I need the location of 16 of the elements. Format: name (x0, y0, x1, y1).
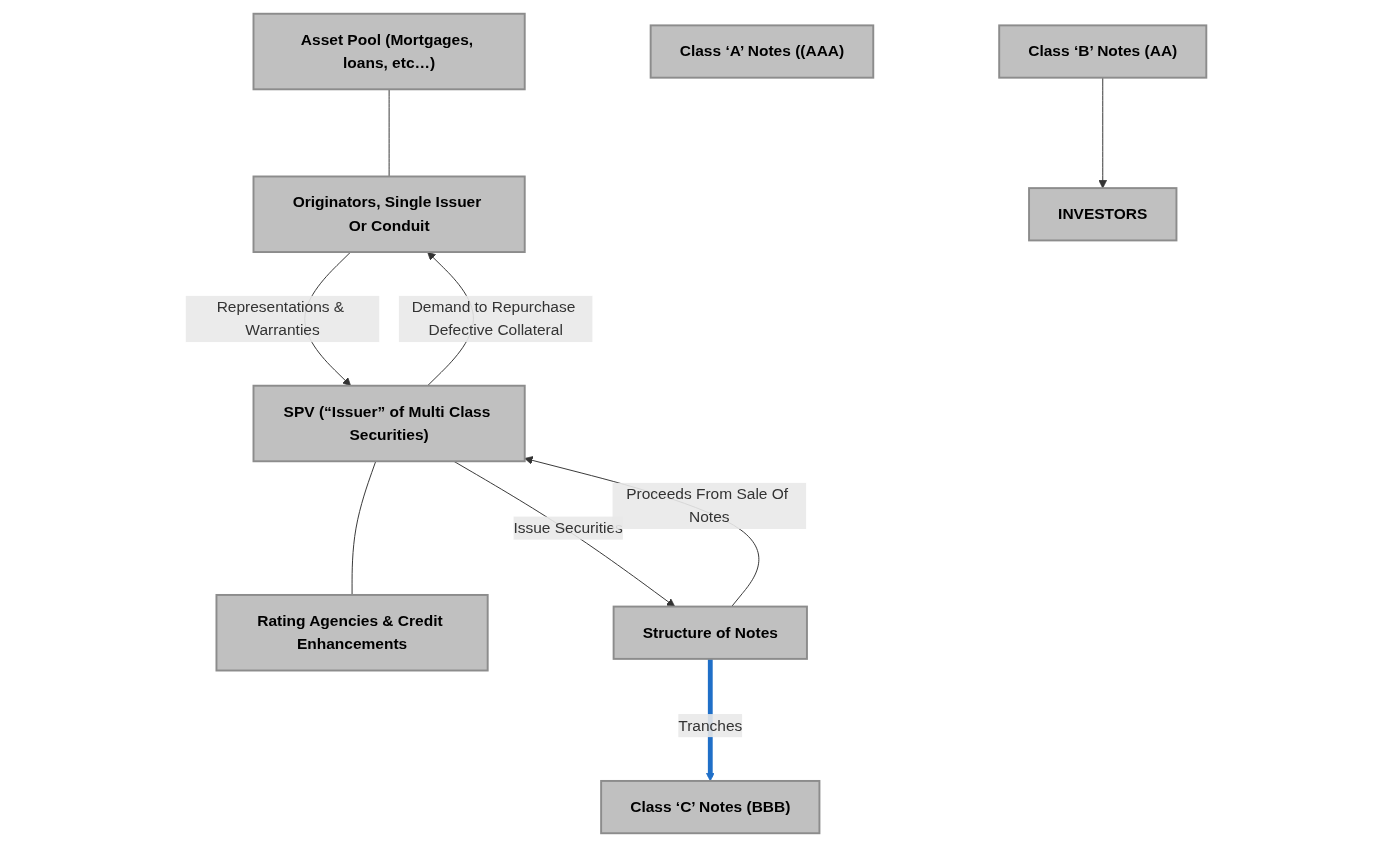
node-box: Rating Agencies & Credit Enhancements (215, 594, 489, 672)
node-box: Asset Pool (Mortgages, loans, etc…) (252, 12, 526, 91)
node-box: Class ‘C’ Notes (BBB) (600, 779, 821, 835)
connector (388, 88, 390, 177)
node-box: INVESTORS (1028, 187, 1178, 242)
node-box: Originators, Single Issuer Or Conduit (252, 175, 526, 253)
edge-label: Representations & Warranties (216, 298, 345, 339)
edge-label: Demand to Repurchase Defective Collateral (411, 298, 576, 339)
node-box: SPV (“Issuer” of Multi Class Securities) (252, 384, 526, 463)
node-box: Class ‘A’ Notes ((AAA) (649, 24, 875, 79)
node-box: Class ‘B’ Notes (AA) (998, 24, 1208, 79)
edge-label: Proceeds From Sale Of Notes (626, 485, 789, 526)
edge-label: Issue Securities (513, 519, 623, 536)
node-box: Structure of Notes (612, 605, 808, 660)
edge-label: Tranches (678, 717, 743, 734)
connector (351, 460, 377, 596)
